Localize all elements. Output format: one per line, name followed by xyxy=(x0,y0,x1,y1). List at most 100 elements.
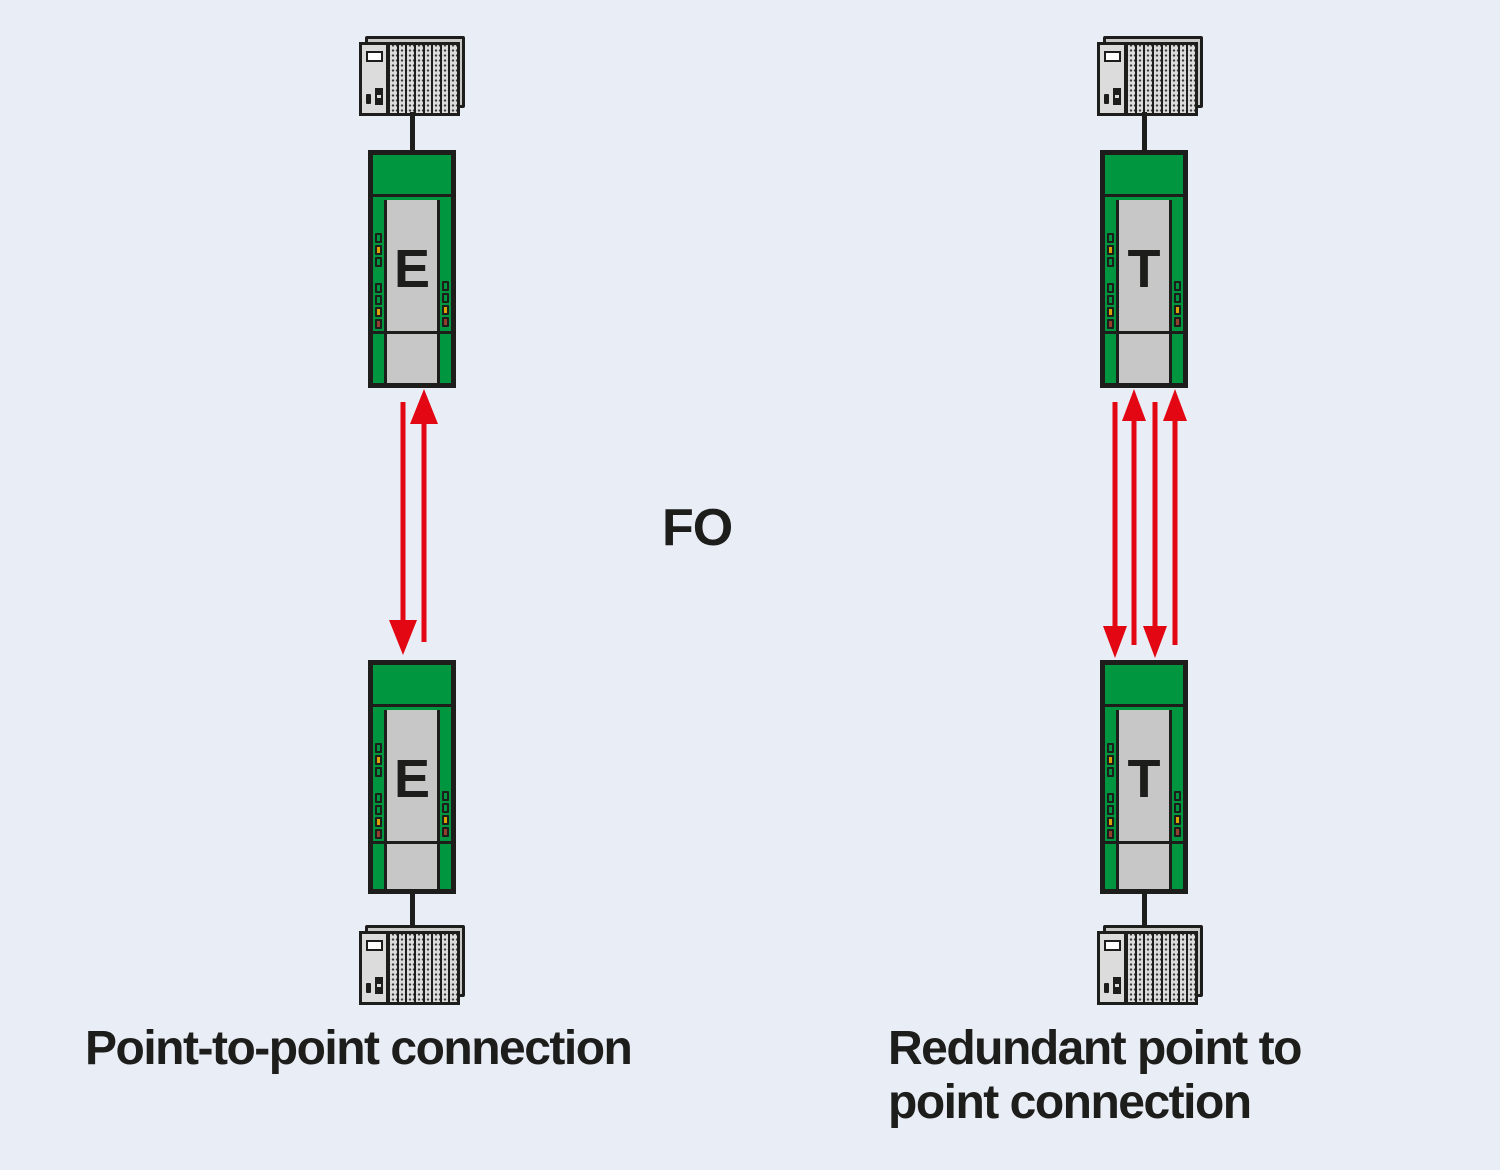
module-body: T xyxy=(1105,710,1183,889)
module-face xyxy=(384,710,440,889)
fo-arrow-up-icon xyxy=(410,389,438,645)
plc-io-slots xyxy=(1126,934,1195,1002)
led-indicator xyxy=(442,815,449,825)
plc-io-slots xyxy=(1126,45,1195,113)
led-indicator xyxy=(375,829,382,839)
plc-device-bottom-left xyxy=(359,925,465,1005)
io-slot xyxy=(413,45,423,113)
module-divider xyxy=(373,841,451,844)
led-indicator xyxy=(375,307,382,317)
led-indicator xyxy=(375,245,382,255)
plc-body xyxy=(359,931,460,1005)
led-strip xyxy=(1172,710,1183,889)
plc-switch xyxy=(1113,977,1121,994)
led-indicator xyxy=(442,791,449,801)
led-indicator xyxy=(1174,317,1181,327)
io-slot xyxy=(422,45,432,113)
led-indicator xyxy=(375,805,382,815)
module-face xyxy=(384,200,440,383)
plc-io-slots xyxy=(388,45,457,113)
arrow-head xyxy=(410,389,438,424)
copper-link-line xyxy=(410,890,415,934)
module-header xyxy=(373,665,451,707)
io-slot xyxy=(413,934,423,1002)
io-slot xyxy=(1143,934,1152,1002)
io-slot xyxy=(1134,45,1144,113)
led-strip xyxy=(373,200,384,383)
io-slot xyxy=(388,45,397,113)
caption-point-to-point: Point-to-point connection xyxy=(85,1022,633,1075)
led-strip xyxy=(440,710,451,889)
plc-body xyxy=(359,42,460,116)
plc-display-window xyxy=(1104,940,1121,951)
module-label-area: T xyxy=(1105,710,1183,841)
module-face xyxy=(1116,200,1172,383)
led-indicator xyxy=(375,257,382,267)
led-indicator xyxy=(442,317,449,327)
fo-arrow-up-icon xyxy=(1122,389,1146,648)
led-indicator xyxy=(1107,817,1114,827)
module-letter: E xyxy=(393,238,431,299)
led-indicator xyxy=(375,319,382,329)
led-indicator xyxy=(1174,293,1181,303)
module-letter: E xyxy=(393,748,431,809)
io-slot xyxy=(396,934,406,1002)
io-slot xyxy=(396,45,406,113)
led-indicator xyxy=(375,793,382,803)
arrow-head xyxy=(389,620,417,655)
io-slot xyxy=(1177,934,1187,1002)
plc-device-top-right xyxy=(1097,36,1203,116)
module-body: T xyxy=(1105,200,1183,383)
plc-switch xyxy=(1113,88,1121,105)
led-indicator xyxy=(375,767,382,777)
plc-body xyxy=(1097,42,1198,116)
module-divider xyxy=(373,331,451,334)
plc-display-window xyxy=(366,51,383,62)
caption-redundant-line1: Redundant point to xyxy=(888,1022,1302,1075)
plc-led xyxy=(366,983,371,993)
led-strip xyxy=(1172,200,1183,383)
led-indicator xyxy=(442,803,449,813)
module-letter: T xyxy=(1127,748,1161,809)
led-indicator xyxy=(1174,827,1181,837)
fo-arrow-down-icon xyxy=(1143,399,1167,658)
led-indicator xyxy=(1107,307,1114,317)
io-slot xyxy=(1169,45,1178,113)
led-indicator xyxy=(375,283,382,293)
plc-cpu-panel xyxy=(362,934,388,1002)
io-slot xyxy=(448,934,457,1002)
plc-cpu-panel xyxy=(1100,45,1126,113)
io-slot xyxy=(1186,934,1195,1002)
plc-io-slots xyxy=(388,934,457,1002)
led-indicator xyxy=(1107,829,1114,839)
module-divider xyxy=(1105,841,1183,844)
led-indicator xyxy=(1107,805,1114,815)
converter-module-e-top: E xyxy=(368,150,456,388)
led-indicator xyxy=(442,305,449,315)
module-letter: T xyxy=(1127,238,1161,299)
led-indicator xyxy=(375,295,382,305)
io-slot xyxy=(448,45,457,113)
led-strip xyxy=(373,710,384,889)
arrow-shaft xyxy=(400,402,406,625)
converter-module-e-bottom: E xyxy=(368,660,456,894)
led-indicator xyxy=(442,293,449,303)
io-slot xyxy=(1126,45,1135,113)
io-slot xyxy=(1177,45,1187,113)
fo-arrow-down-icon xyxy=(1103,399,1127,658)
io-slot xyxy=(1151,45,1161,113)
led-indicator xyxy=(1174,803,1181,813)
io-slot xyxy=(422,934,432,1002)
plc-display-window xyxy=(366,940,383,951)
led-indicator xyxy=(375,755,382,765)
plc-device-top-left xyxy=(359,36,465,116)
module-divider xyxy=(1105,331,1183,334)
plc-switch xyxy=(375,88,383,105)
caption-redundant: Redundant point to point connection xyxy=(888,1022,1302,1130)
led-indicator xyxy=(1174,281,1181,291)
led-indicator xyxy=(1107,295,1114,305)
copper-link-line xyxy=(410,112,415,154)
module-face xyxy=(1116,710,1172,889)
fo-arrow-up-icon xyxy=(1163,389,1187,648)
